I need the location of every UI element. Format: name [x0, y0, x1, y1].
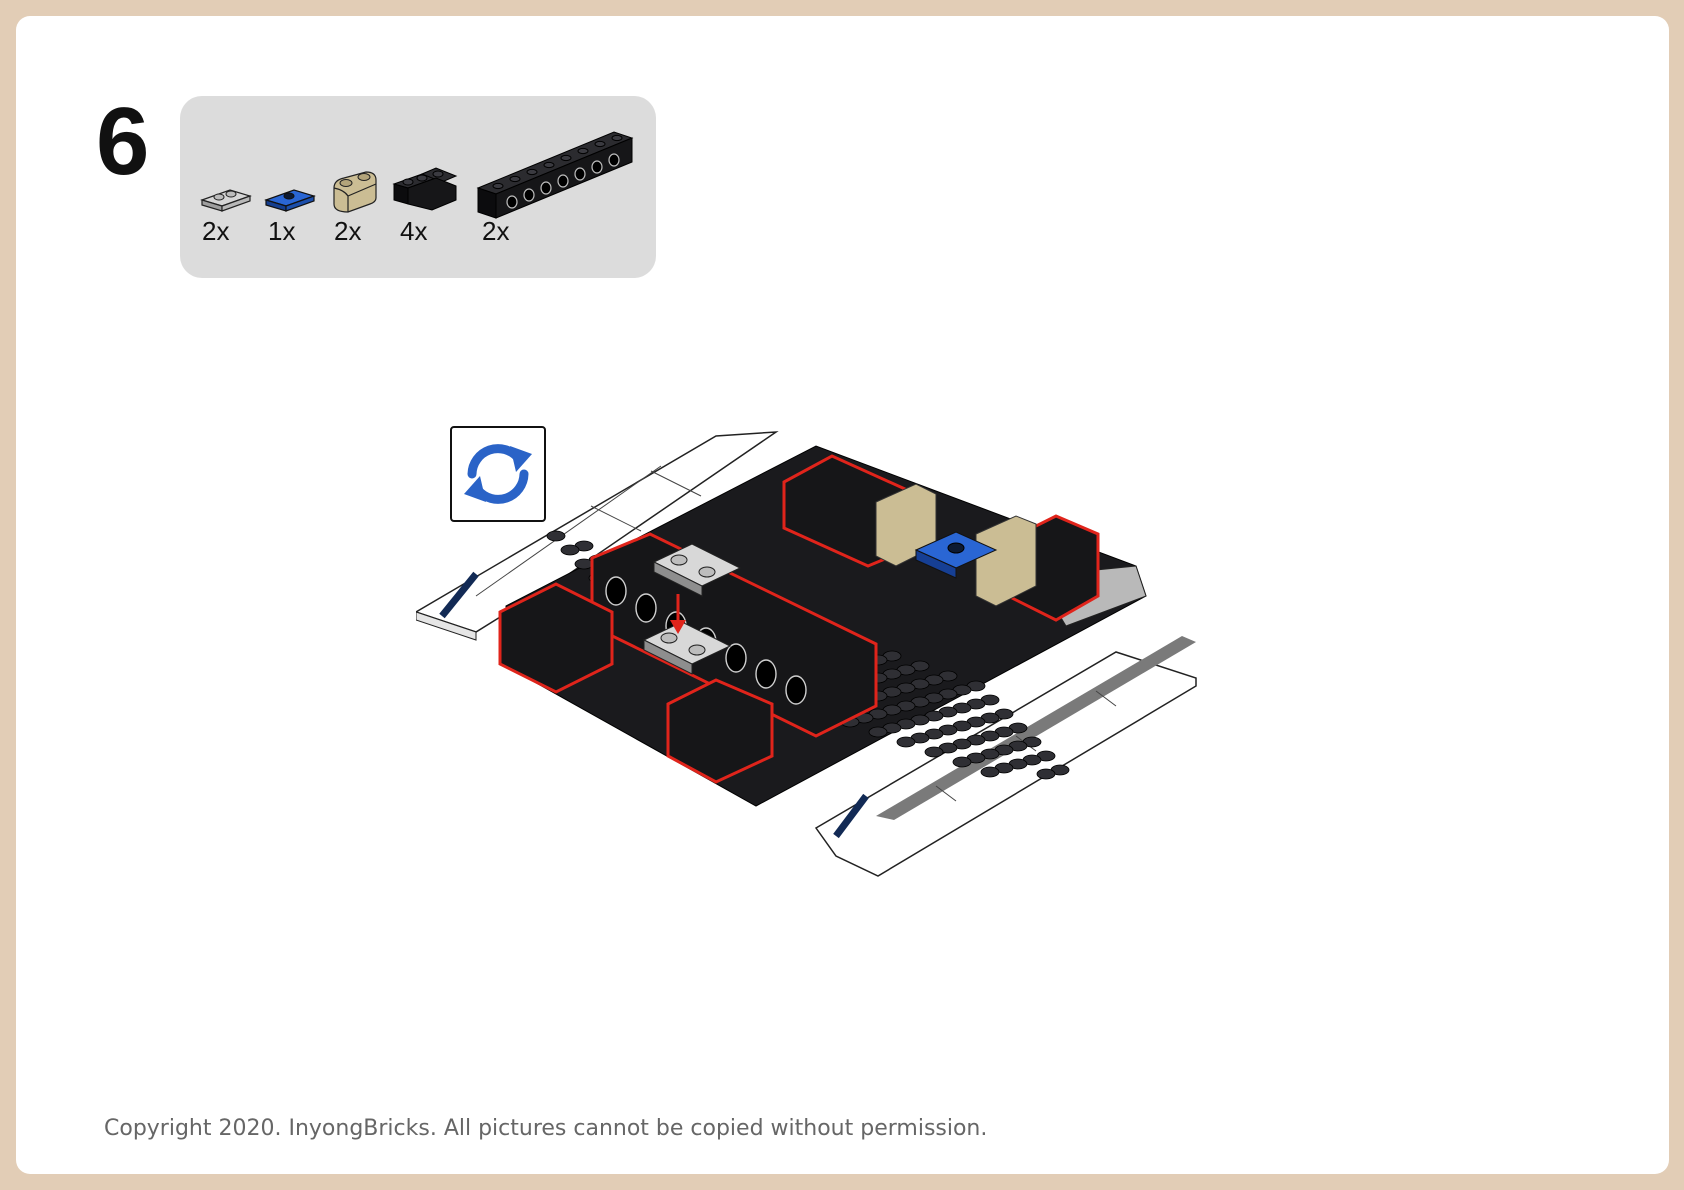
stud	[953, 757, 971, 767]
model-assembly-illustration	[416, 416, 1296, 896]
instruction-page: 6 2x 1x	[16, 16, 1669, 1174]
part-quantity: 2x	[202, 216, 229, 247]
stud	[575, 559, 593, 569]
part-quantity: 2x	[334, 216, 361, 247]
stud	[1037, 769, 1055, 779]
stud	[869, 727, 887, 737]
part-quantity: 2x	[482, 216, 509, 247]
blue-jumper-plate-1x2-icon	[264, 184, 316, 214]
stud	[897, 737, 915, 747]
part-quantity: 4x	[400, 216, 427, 247]
black-technic-brick-1x8-icon	[476, 120, 636, 220]
copyright-notice: Copyright 2020. InyongBricks. All pictur…	[104, 1116, 987, 1141]
stud	[925, 747, 943, 757]
part-quantity: 1x	[268, 216, 295, 247]
light-gray-plate-1x2-icon	[200, 184, 252, 214]
parts-callout: 2x 1x 2x	[180, 96, 656, 278]
black-corner-brick-icon	[392, 162, 458, 212]
stud	[561, 545, 579, 555]
stud	[981, 767, 999, 777]
stud	[547, 531, 565, 541]
tan-curved-brick-icon	[330, 168, 378, 214]
step-number: 6	[96, 94, 149, 190]
